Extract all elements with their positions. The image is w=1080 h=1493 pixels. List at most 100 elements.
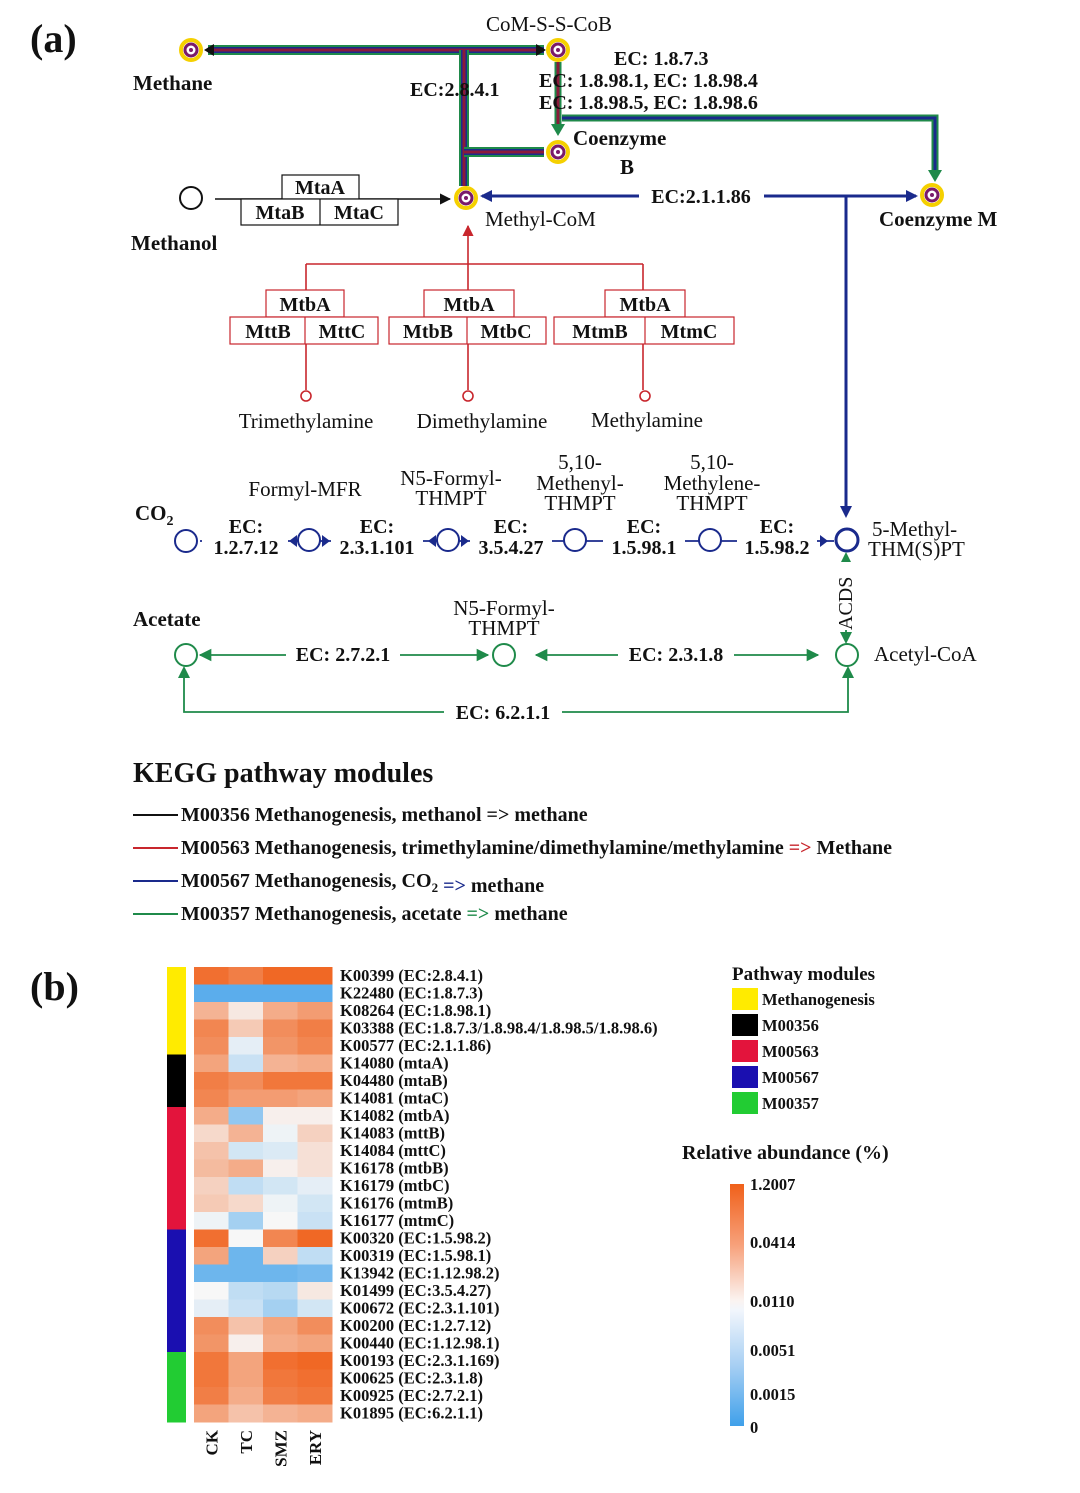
acetate-label: Acetate <box>133 607 201 631</box>
heatmap-cell <box>194 984 229 1003</box>
methane-node <box>179 38 203 62</box>
panel-b-label: (b) <box>30 964 79 1009</box>
colorbar-tick-label: 0.0110 <box>750 1292 794 1311</box>
ec-21186-label: EC:2.1.1.86 <box>651 186 750 208</box>
module-bar-segment <box>167 1107 186 1125</box>
heatmap-cell <box>263 1089 298 1108</box>
heatmap-cell <box>263 1229 298 1248</box>
ec-c1-a: EC: <box>229 516 263 538</box>
heatmap-row-label: K04480 (mtaB) <box>340 1071 448 1090</box>
colorbar-tick-label: 0.0414 <box>750 1233 795 1252</box>
heatmap-cell <box>194 1107 229 1125</box>
heatmap-cell <box>228 1072 264 1090</box>
mtbA-1: MtbA <box>279 294 331 316</box>
acetate-pathway <box>174 552 859 726</box>
ec-c5-a: EC: <box>760 516 794 538</box>
heatmap-cell <box>194 1247 229 1265</box>
methenyl-label-b: Methenyl- <box>536 471 623 495</box>
heatmap-cell <box>228 1369 264 1388</box>
heatmap-row-label: K00440 (EC:1.12.98.1) <box>340 1334 500 1353</box>
heatmap-cell <box>297 1369 333 1388</box>
heatmap-cell <box>297 1282 333 1300</box>
heatmap-cell <box>228 1247 264 1265</box>
cofactor-nodes <box>179 38 944 210</box>
heatmap-cell <box>263 1072 298 1090</box>
heatmap-cell <box>194 1177 229 1195</box>
heatmap-cell <box>297 1107 333 1125</box>
heatmap-cell <box>194 1317 229 1335</box>
heatmap-row-label: K14084 (mttC) <box>340 1141 446 1160</box>
heatmap-cell <box>228 1124 264 1143</box>
heatmap-cell <box>194 1334 229 1353</box>
legend-item-M00563: M00563 Methanogenesis, trimethylamine/di… <box>181 837 892 859</box>
heatmap-cell <box>194 1264 229 1283</box>
module-bar-segment <box>167 1019 186 1038</box>
mtbA-3: MtbA <box>619 294 671 316</box>
colorbar <box>730 1184 744 1426</box>
mtmC: MtmC <box>661 321 718 343</box>
legend-item-M00567: M00567 Methanogenesis, CO2 => methane <box>181 870 544 897</box>
module-bar-segment <box>167 1142 186 1160</box>
heatmap-row-label: K00193 (EC:2.3.1.169) <box>340 1351 500 1370</box>
ec-2721-label: EC: 2.7.2.1 <box>296 644 390 666</box>
module-bar-segment <box>167 1334 186 1353</box>
heatmap-cell <box>297 1317 333 1335</box>
heatmap-row-label: K00399 (EC:2.8.4.1) <box>340 966 483 985</box>
module-bar-segment <box>167 1037 186 1055</box>
heatmap-cell <box>263 1352 298 1370</box>
heatmap-cell <box>194 1212 229 1230</box>
heatmap-row-label: K00672 (EC:2.3.1.101) <box>340 1299 500 1318</box>
methanol-branch <box>179 174 452 226</box>
heatmap-cell <box>297 1264 333 1283</box>
module-bar-segment <box>167 984 186 1003</box>
module-bar-segment <box>167 1264 186 1283</box>
module-bar-segment <box>167 1212 186 1230</box>
module-bar-segment <box>167 1352 186 1370</box>
heatmap-cell <box>194 1089 229 1108</box>
heatmap-cell <box>297 1247 333 1265</box>
heatmap-cell <box>194 1142 229 1160</box>
mtbC: MtbC <box>480 321 531 343</box>
modules-legend-swatch <box>732 1092 758 1114</box>
heatmap-cell <box>194 1352 229 1370</box>
heatmap-row-label: K03388 (EC:1.8.7.3/1.8.98.4/1.8.98.5/1.8… <box>340 1019 658 1038</box>
coenzyme-b-label: Coenzyme <box>573 126 666 150</box>
heatmap-cell <box>228 1037 264 1055</box>
heatmap-cell <box>228 1107 264 1125</box>
heatmap-cell <box>263 1369 298 1388</box>
heatmap-cell <box>228 1264 264 1283</box>
modules-legend-swatch <box>732 1040 758 1062</box>
coms-scob-node <box>546 38 570 62</box>
n5-formyl2-label-b: THMPT <box>468 616 539 640</box>
heatmap-cell <box>228 1019 264 1038</box>
heatmap-row-label: K22480 (EC:1.8.7.3) <box>340 984 483 1003</box>
ec-line3-label: EC: 1.8.98.5, EC: 1.8.98.6 <box>539 92 758 114</box>
heatmap-row-label: K00577 (EC:2.1.1.86) <box>340 1036 491 1055</box>
heatmap-cell <box>228 1299 264 1318</box>
ec-21186-bg <box>639 183 764 207</box>
heatmap-cell <box>228 1002 264 1020</box>
heatmap-row-label: K16179 (mtbC) <box>340 1176 450 1195</box>
heatmap-row-labels: K00399 (EC:2.8.4.1)K22480 (EC:1.8.7.3) K0… <box>340 966 658 1423</box>
module-bar-segment <box>167 1194 186 1213</box>
mtaB-box: MtaB <box>256 202 305 224</box>
methylamine-branches <box>229 224 735 402</box>
panel-a-label: (a) <box>30 16 77 61</box>
module-bar-segment <box>167 1247 186 1265</box>
dimethylamine-label: Dimethylamine <box>417 409 548 433</box>
heatmap-cell <box>297 1019 333 1038</box>
heatmap-row-label: K00925 (EC:2.7.2.1) <box>340 1386 483 1405</box>
kegg-legend: M00356 Methanogenesis, methanol => metha… <box>133 804 892 925</box>
methanol-label: Methanol <box>131 231 217 255</box>
heatmap-cell <box>228 1212 264 1230</box>
heatmap-cell <box>228 1177 264 1195</box>
mtbA-2: MtbA <box>443 294 495 316</box>
heatmap-cell <box>297 1124 333 1143</box>
heatmap-cell <box>228 1142 264 1160</box>
heatmap-cell <box>263 1247 298 1265</box>
heatmap-row-label: K01499 (EC:3.5.4.27) <box>340 1281 491 1300</box>
heatmap-cell <box>194 1037 229 1055</box>
heatmap-cell <box>263 1037 298 1055</box>
heatmap-row-label: K00320 (EC:1.5.98.2) <box>340 1229 491 1248</box>
formyl-mfr-label: Formyl-MFR <box>248 477 361 501</box>
